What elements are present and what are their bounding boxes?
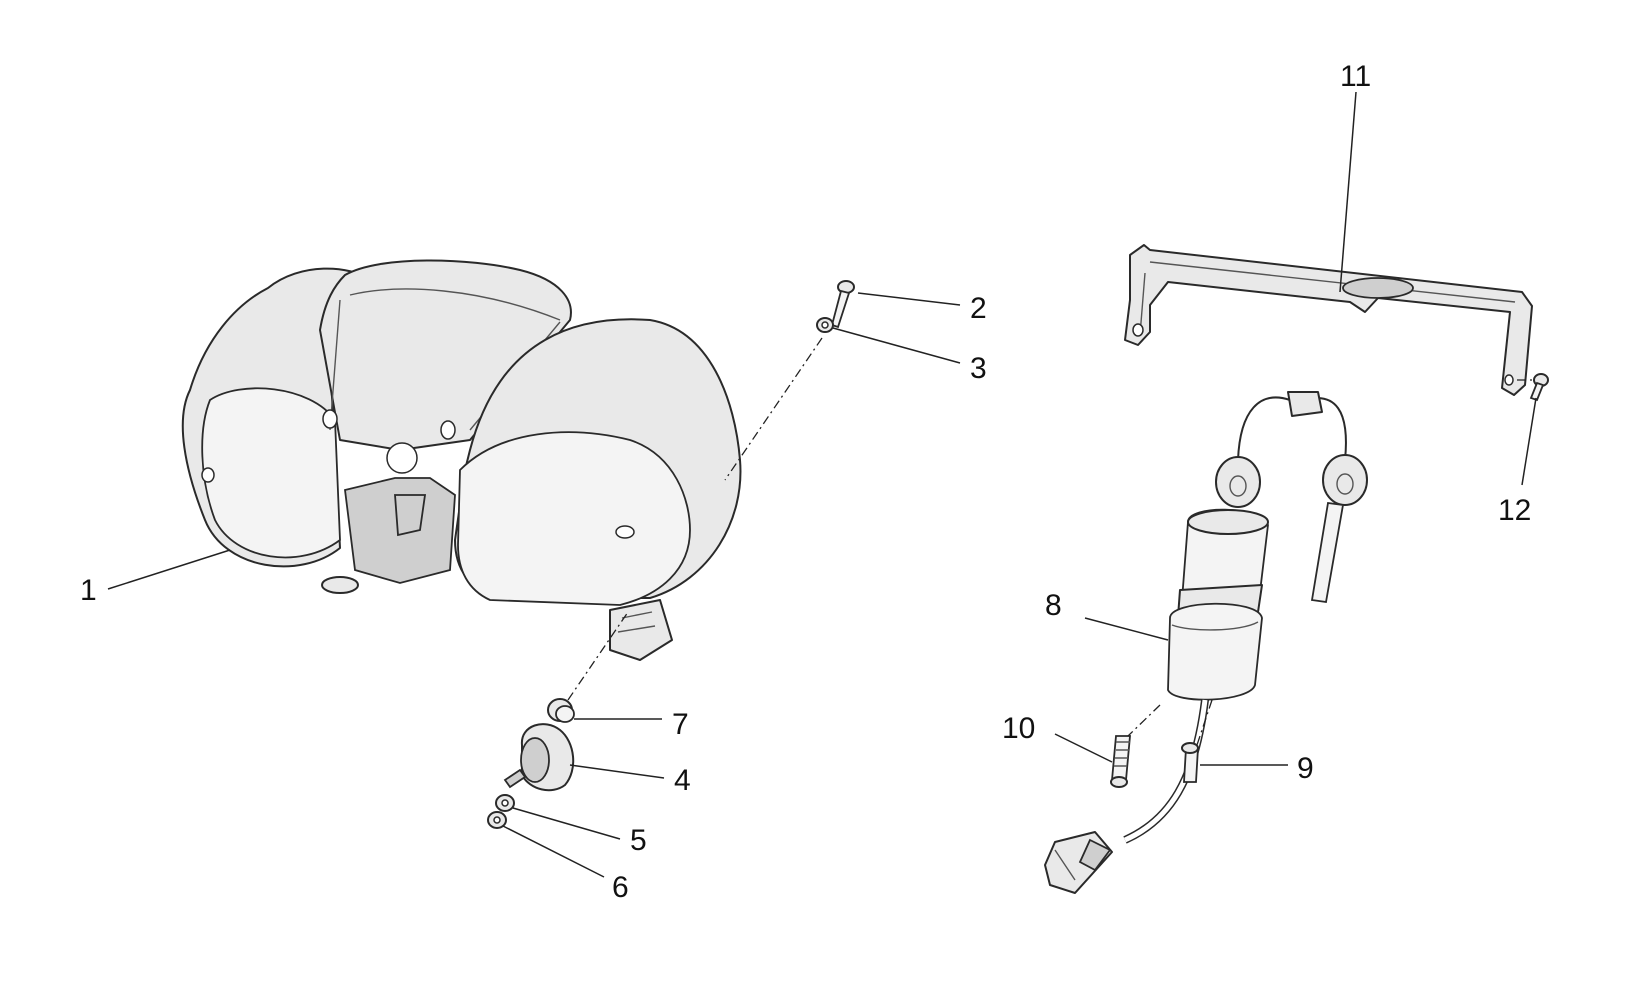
leader-line-10	[1054, 733, 1113, 763]
callout-11: 11	[1340, 60, 1371, 93]
leader-line-2	[857, 292, 961, 306]
callout-6: 6	[612, 871, 629, 904]
leader-line-6	[502, 825, 605, 878]
callout-1: 1	[80, 574, 97, 607]
leader-lines	[107, 91, 1537, 878]
callout-10: 10	[1002, 712, 1035, 745]
callout-4: 4	[674, 764, 691, 797]
screw-part-2	[830, 280, 855, 329]
leader-line-12	[1521, 397, 1537, 486]
leader-line-11	[1339, 91, 1357, 293]
leader-line-3	[832, 327, 961, 364]
rubber-mount-part-4	[503, 723, 575, 792]
leader-line-1	[107, 549, 231, 590]
assembly-axis-upper	[724, 337, 823, 481]
bolt-part-10	[1110, 735, 1131, 788]
callout-5: 5	[630, 824, 647, 857]
leader-line-4	[569, 764, 665, 779]
screw-part-12	[1529, 373, 1549, 402]
callout-12: 12	[1498, 494, 1531, 527]
assembly-axis-lower	[567, 611, 629, 701]
callout-3: 3	[970, 352, 987, 385]
bracket-part-11	[1124, 244, 1533, 396]
instrument-cluster-part	[181, 259, 742, 661]
callout-8: 8	[1045, 589, 1062, 622]
bolt-part-9	[1181, 742, 1199, 783]
leader-line-8	[1084, 617, 1169, 641]
leader-line-5	[512, 807, 621, 840]
callout-7: 7	[672, 708, 689, 741]
callout-9: 9	[1297, 752, 1314, 785]
washer-part-5	[495, 794, 515, 812]
washer-part-3	[816, 317, 834, 333]
nut-part-6	[487, 811, 507, 829]
callout-labels: 1 2 3 4 5 6 7 8 9 10 11 12	[80, 60, 1531, 904]
assembly-axis-9	[1195, 699, 1213, 749]
callout-2: 2	[970, 292, 987, 325]
assembly-axis-10	[1127, 704, 1161, 737]
ignition-switch-part-8	[1044, 391, 1368, 894]
nut-part-7	[547, 698, 575, 723]
